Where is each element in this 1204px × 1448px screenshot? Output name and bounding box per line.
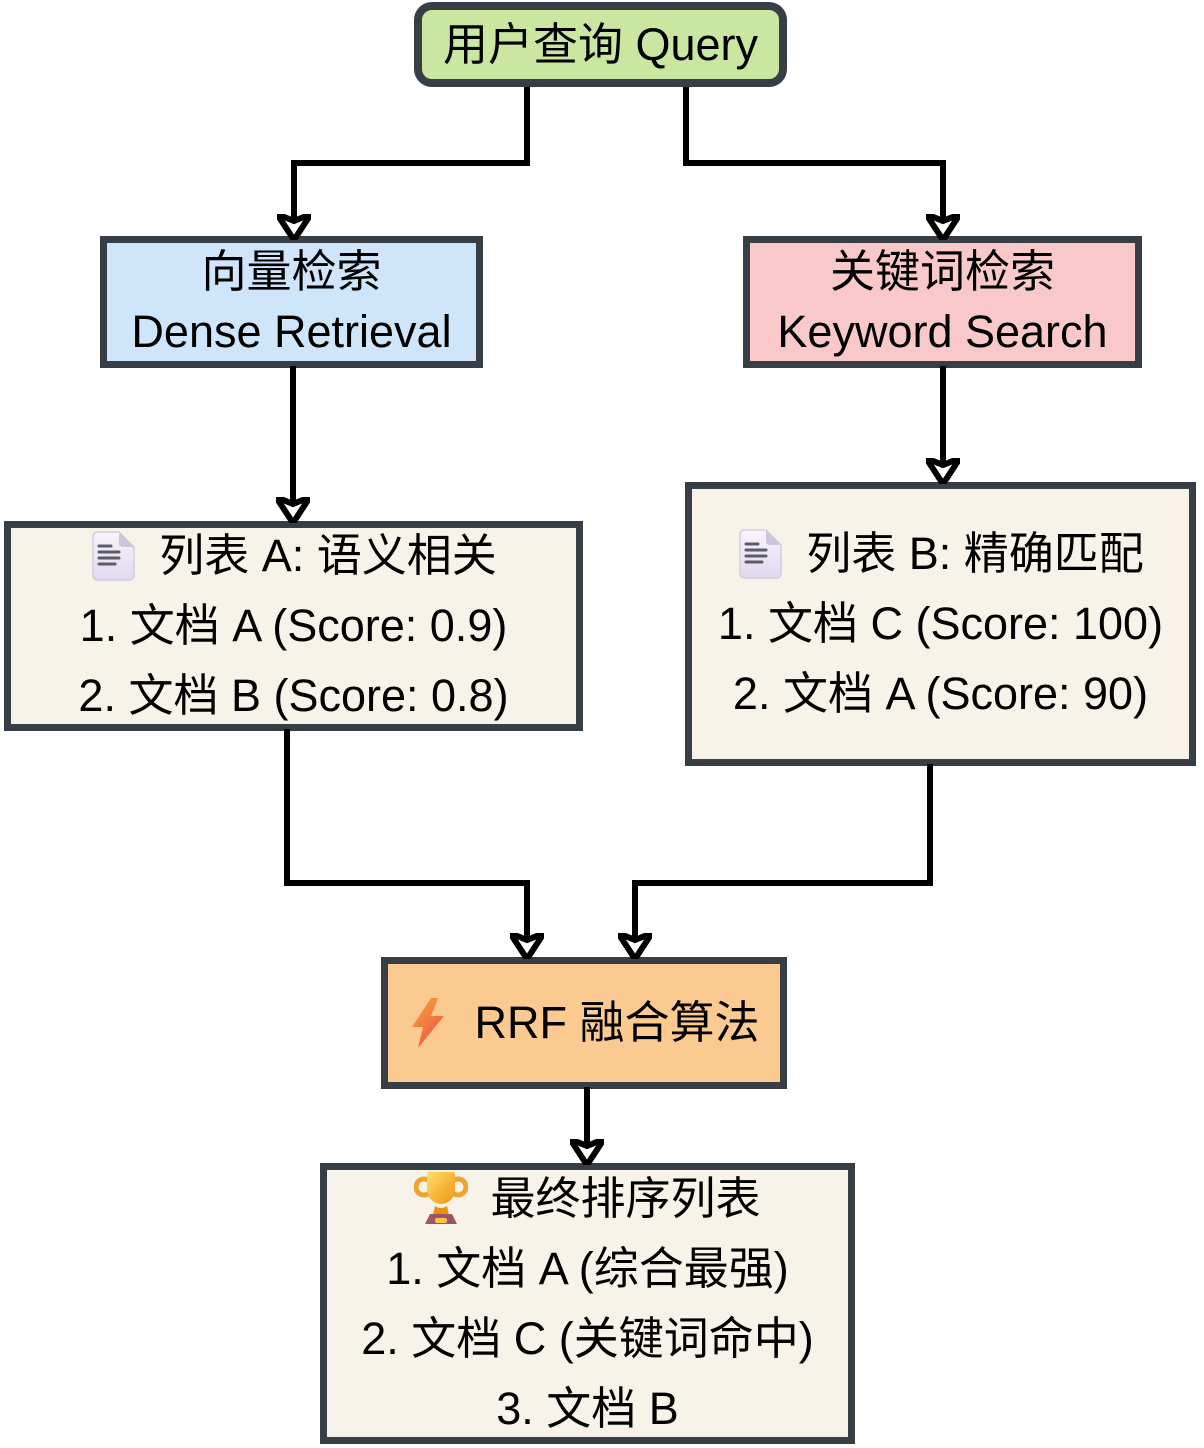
node-list-a-title-row: 列表 A: 语义相关 [90,521,497,591]
document-icon [739,529,782,579]
node-list-b-item: 1. 文档 C (Score: 100) [717,598,1164,649]
node-list-a-item: 2. 文档 B (Score: 0.8) [78,670,509,721]
node-keyword-search-line2: Keyword Search [777,306,1108,357]
node-dense-retrieval: 向量检索 Dense Retrieval [100,236,483,368]
node-user-query-label: 用户查询 Query [442,18,759,70]
trophy-icon [414,1171,469,1224]
node-list-a: 列表 A: 语义相关 1. 文档 A (Score: 0.9) 2. 文档 B … [4,521,583,731]
node-rrf-fusion: RRF 融合算法 [381,957,787,1089]
node-list-b-title: 列表 B: 精确匹配 [806,528,1144,579]
edge-list-a-to-rrf [284,729,527,937]
node-final-title-row: 最终排序列表 [414,1164,761,1234]
node-keyword-search: 关键词检索 Keyword Search [743,236,1142,368]
edge-list-b-to-rrf [635,764,933,937]
node-final-title: 最终排序列表 [490,1172,761,1224]
document-icon [92,531,135,581]
edge-query-to-dense [294,87,530,218]
node-final-item: 2. 文档 C (关键词命中) [361,1312,814,1364]
node-rrf-title-row: RRF 融合算法 [409,988,760,1058]
node-rrf-label: RRF 融合算法 [474,997,760,1048]
node-dense-retrieval-line1: 向量检索 [201,246,382,297]
node-final-item: 1. 文档 A (综合最强) [386,1242,789,1294]
node-list-a-item: 1. 文档 A (Score: 0.9) [79,600,508,651]
node-final-item: 3. 文档 B [496,1382,679,1434]
node-dense-retrieval-line2: Dense Retrieval [131,306,452,357]
node-keyword-search-line1: 关键词检索 [829,246,1055,297]
node-user-query: 用户查询 Query [414,2,787,87]
node-final-ranking: 最终排序列表 1. 文档 A (综合最强) 2. 文档 C (关键词命中) 3.… [320,1163,855,1444]
lightning-icon [411,998,444,1048]
node-list-b-title-row: 列表 B: 精确匹配 [737,519,1144,589]
edge-query-to-keyword [683,87,943,218]
node-list-b-item: 2. 文档 A (Score: 90) [732,668,1149,719]
node-list-b: 列表 B: 精确匹配 1. 文档 C (Score: 100) 2. 文档 A … [685,482,1196,766]
node-list-a-title: 列表 A: 语义相关 [159,530,497,581]
